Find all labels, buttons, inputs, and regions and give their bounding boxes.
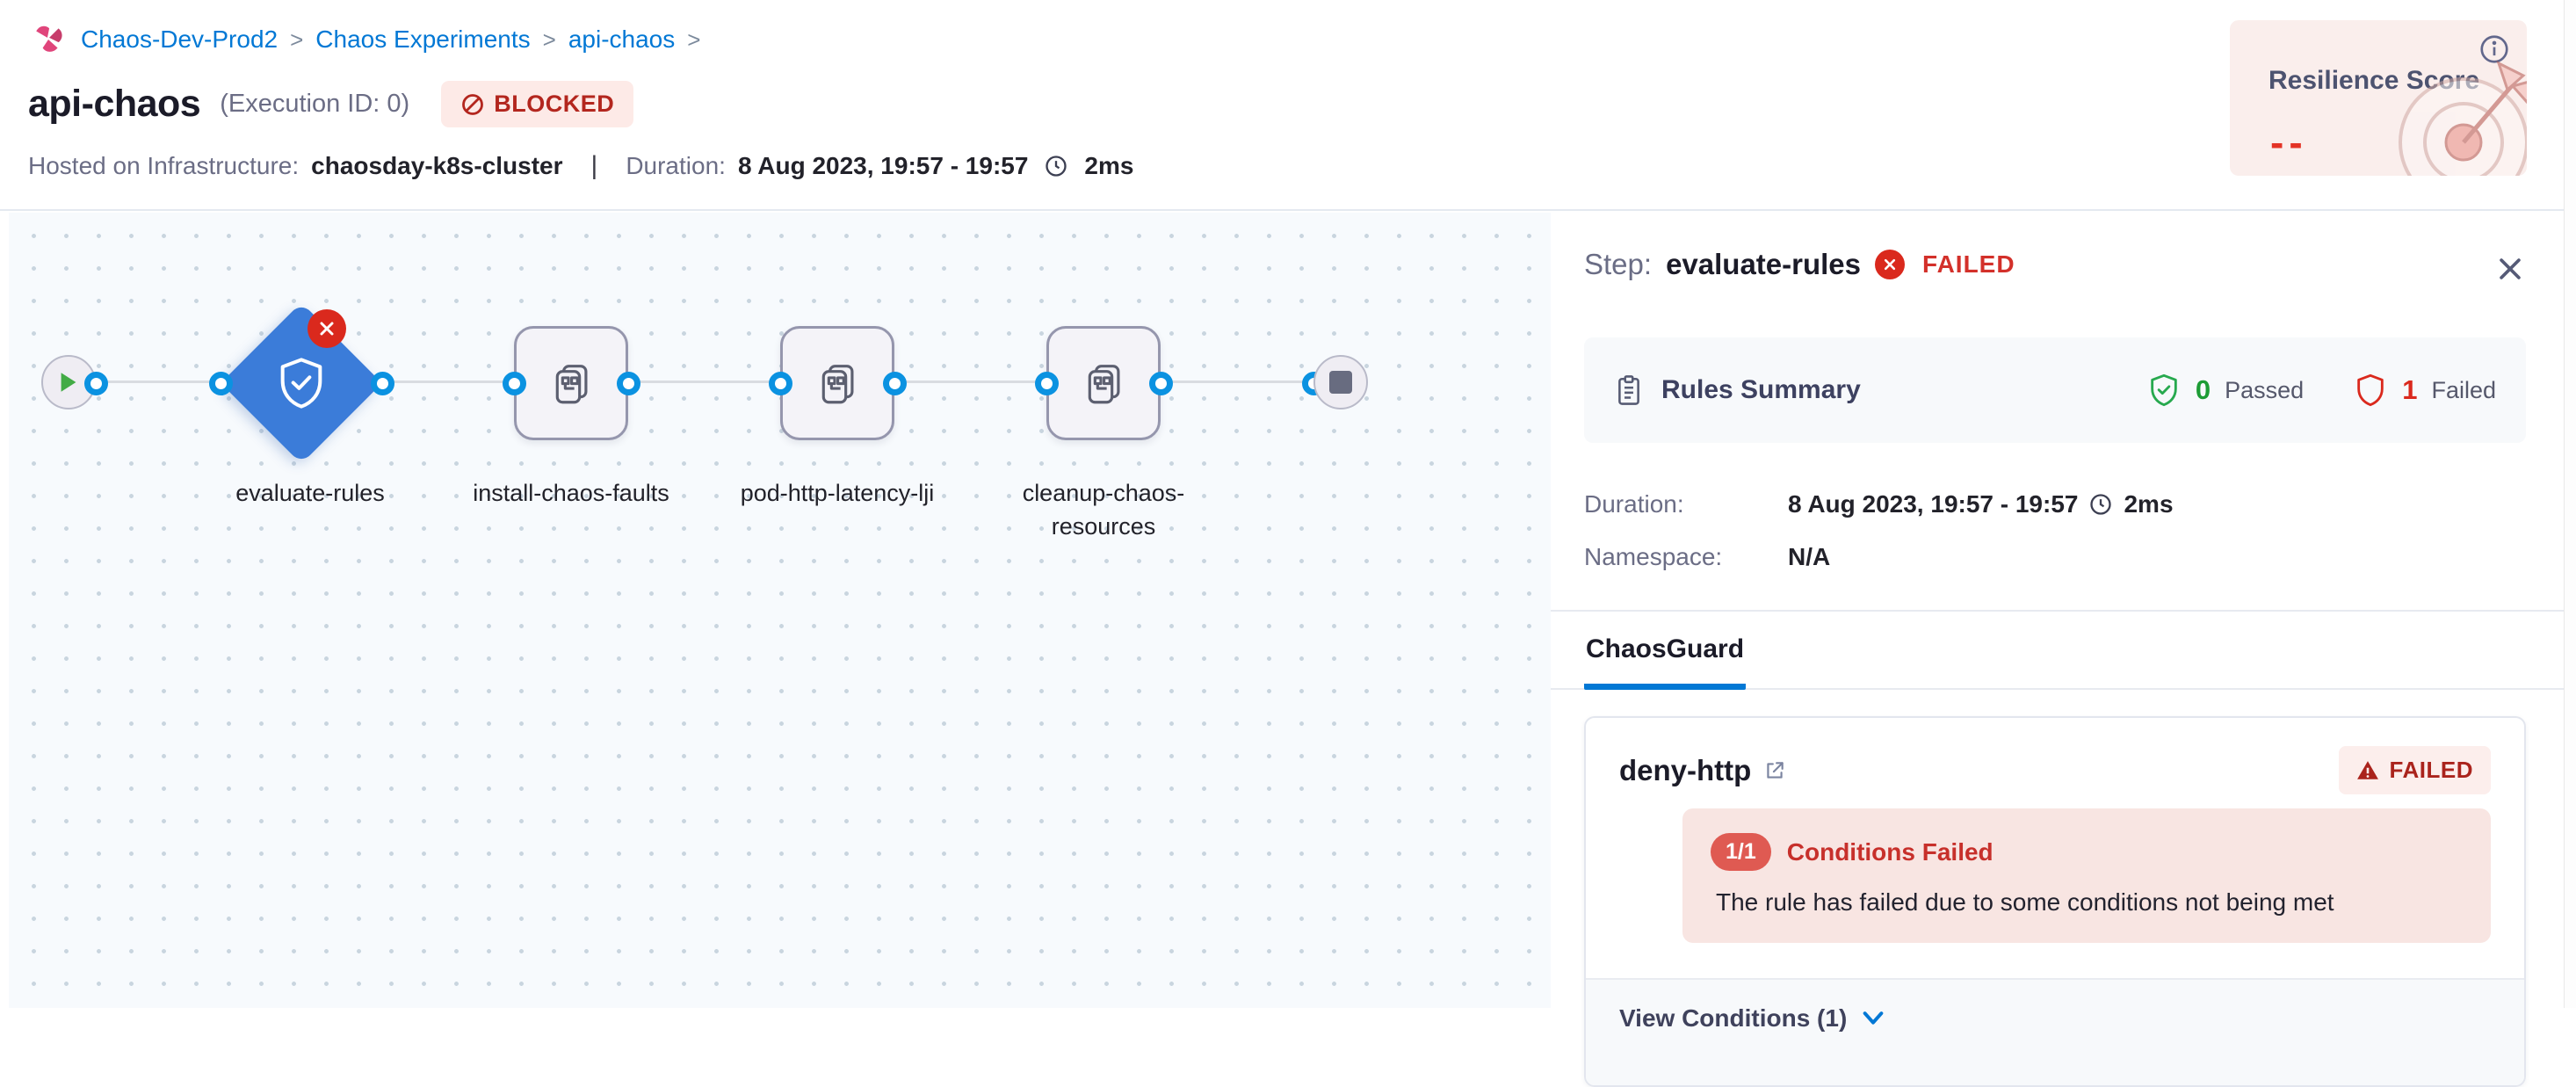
- node-failed-badge: [308, 309, 346, 348]
- shield-check-icon: [273, 355, 329, 411]
- conditions-failed-alert: 1/1 Conditions Failed The rule has faile…: [1682, 808, 2491, 943]
- node-label: cleanup-chaos-resources: [1022, 480, 1185, 540]
- duration-label: Duration:: [1584, 490, 1684, 518]
- duration-elapsed: 2ms: [2124, 490, 2174, 518]
- breadcrumb-item-experiments[interactable]: Chaos Experiments: [315, 25, 531, 53]
- clock-icon: [2088, 492, 2113, 517]
- node-label: evaluate-rules: [235, 480, 385, 506]
- breadcrumb-item-project[interactable]: Chaos-Dev-Prod2: [81, 25, 279, 53]
- rule-card-footer: View Conditions (1): [1586, 978, 2524, 1085]
- conditions-ratio-badge: 1/1: [1711, 833, 1771, 871]
- namespace-label: Namespace:: [1584, 543, 1723, 570]
- passed-shield-icon: [2146, 372, 2182, 409]
- play-icon: [60, 372, 77, 393]
- infra-label: Hosted on Infrastructure:: [28, 152, 300, 179]
- chevron-down-icon[interactable]: [1861, 1008, 1885, 1029]
- chaos-module-icon: [32, 23, 65, 56]
- breadcrumb-separator: >: [687, 25, 701, 53]
- vertical-scrollbar[interactable]: [2564, 0, 2576, 1008]
- connector-dot: [371, 372, 394, 395]
- pipeline-edge-line: [69, 380, 1342, 383]
- target-dart-illustration: [2367, 37, 2527, 176]
- divider: [1551, 610, 2565, 612]
- duration-value: 8 Aug 2023, 19:57 - 19:57: [737, 152, 1029, 179]
- rule-name[interactable]: deny-http: [1619, 753, 1752, 786]
- passed-label: Passed: [2225, 376, 2305, 403]
- resilience-score-card: Resilience Score --: [2230, 20, 2527, 176]
- conditions-failed-title: Conditions Failed: [1786, 837, 1994, 866]
- resilience-score-value: --: [2270, 120, 2308, 165]
- page-header: Chaos-Dev-Prod2 > Chaos Experiments > ap…: [0, 0, 2576, 211]
- failed-label: Failed: [2431, 376, 2496, 403]
- connector-dot: [883, 372, 907, 395]
- node-pod-http-latency[interactable]: [780, 326, 894, 440]
- rule-status-label: FAILED: [2389, 757, 2473, 783]
- step-label: Step:: [1584, 248, 1653, 280]
- duration-elapsed: 2ms: [1084, 152, 1134, 179]
- conditions-failed-message: The rule has failed due to some conditio…: [1716, 888, 2334, 916]
- node-cleanup-chaos-resources[interactable]: [1046, 326, 1161, 440]
- rules-summary-card: Rules Summary 0 Passed 1 Failed: [1584, 337, 2526, 443]
- stop-icon: [1329, 371, 1352, 394]
- node-label: install-chaos-faults: [473, 480, 669, 506]
- page-title: api-chaos: [28, 83, 201, 125]
- rule-status-badge: FAILED: [2338, 746, 2491, 794]
- tabs-underline: [1551, 688, 2565, 690]
- node-install-chaos-faults[interactable]: [514, 326, 628, 440]
- step-status-label: FAILED: [1922, 250, 2015, 278]
- close-panel-button[interactable]: [2493, 251, 2528, 286]
- connector-dot: [503, 372, 526, 395]
- warning-icon: [2356, 760, 2379, 781]
- breadcrumb-item-experiment[interactable]: api-chaos: [568, 25, 676, 53]
- step-details-panel: Step: evaluate-rules FAILED Rules Summar…: [1551, 213, 2565, 1087]
- connector-dot: [1149, 372, 1173, 395]
- rule-card-deny-http: deny-http FAILED: [1584, 716, 2526, 1087]
- pipeline-end-node: [1313, 355, 1368, 409]
- duration-label: Duration:: [626, 152, 726, 179]
- connector-dot: [1035, 372, 1059, 395]
- blocked-label: BLOCKED: [494, 91, 615, 117]
- blocked-icon: [460, 92, 485, 117]
- status-badge-blocked: BLOCKED: [441, 81, 634, 127]
- infra-value: chaosday-k8s-cluster: [311, 152, 563, 179]
- external-link-icon[interactable]: [1763, 759, 1786, 782]
- tab-chaosguard[interactable]: ChaosGuard: [1584, 634, 1747, 690]
- namespace-value: N/A: [1788, 543, 1831, 570]
- pipeline-canvas[interactable]: evaluate-rules install-chaos-faults pod-…: [9, 213, 1551, 1008]
- meta-divider: |: [590, 151, 598, 180]
- connector-dot: [769, 372, 792, 395]
- execution-id: (Execution ID: 0): [220, 90, 410, 118]
- rules-summary-title: Rules Summary: [1661, 375, 1861, 404]
- node-label: pod-http-latency-lji: [740, 480, 935, 506]
- breadcrumb-separator: >: [290, 25, 304, 53]
- connector-dot: [209, 372, 233, 395]
- step-name: evaluate-rules: [1666, 248, 1862, 280]
- namespace-row: Namespace: N/A: [1584, 543, 2526, 571]
- breadcrumb: Chaos-Dev-Prod2 > Chaos Experiments > ap…: [28, 23, 700, 56]
- view-conditions-link[interactable]: View Conditions (1): [1619, 1004, 1848, 1032]
- failed-status-icon: [1875, 250, 1906, 279]
- breadcrumb-separator: >: [542, 25, 556, 53]
- info-icon[interactable]: [2478, 33, 2511, 66]
- clipboard-icon: [1614, 373, 1644, 407]
- duration-value: 8 Aug 2023, 19:57 - 19:57: [1788, 490, 2079, 518]
- duration-row: Duration: 8 Aug 2023, 19:57 - 19:57 2ms: [1584, 490, 2526, 518]
- failed-count: 1: [2402, 374, 2418, 405]
- clock-icon: [1044, 154, 1068, 178]
- passed-count: 0: [2195, 374, 2211, 405]
- connector-dot: [617, 372, 640, 395]
- failed-shield-icon: [2353, 372, 2388, 409]
- connector-dot: [84, 372, 108, 395]
